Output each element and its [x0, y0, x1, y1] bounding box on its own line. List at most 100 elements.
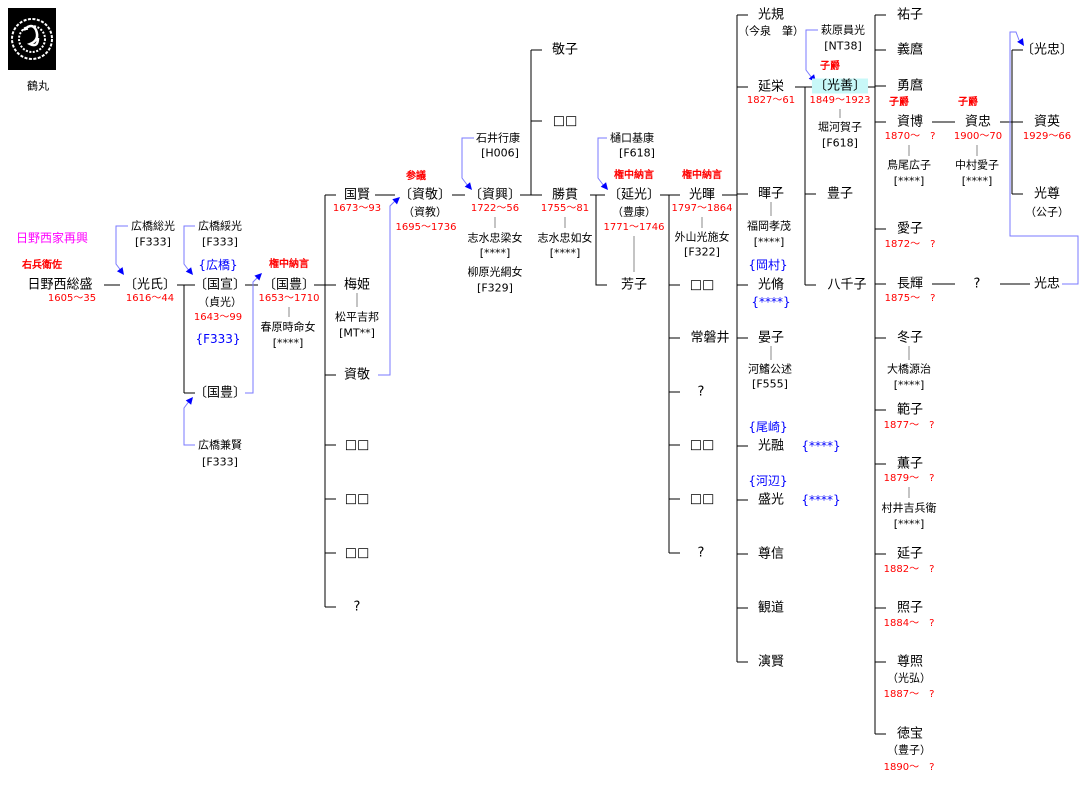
- adoption-line: [378, 199, 397, 376]
- spouse-or-note: [****]: [893, 378, 925, 392]
- spouse-or-note: 萩原員光: [821, 23, 865, 37]
- person-name: 芳子: [620, 277, 648, 293]
- adoption-arrow-icon: [464, 182, 472, 190]
- branch-family: {尾崎}: [748, 420, 788, 434]
- spouse-or-note: （公子）: [1025, 205, 1069, 219]
- person-name: □□: [689, 277, 715, 293]
- branch-family: {****}: [801, 439, 841, 453]
- spouse-or-note: [F618]: [619, 146, 655, 160]
- person-name: 祐子: [896, 7, 924, 23]
- spouse-or-note: 大橋源治: [887, 362, 931, 376]
- spouse-or-note: （豊康）: [612, 205, 656, 219]
- spouse-or-note: [F333]: [202, 455, 238, 469]
- branch-line: [595, 195, 607, 286]
- life-dates: 1673〜93: [332, 203, 382, 214]
- spouse-or-note: （貞光）: [198, 295, 242, 309]
- adoption-line: [183, 399, 195, 446]
- life-dates: 1797〜1864: [671, 203, 733, 214]
- person-name: 晏子: [757, 330, 785, 346]
- person-name: 常磐井: [690, 330, 730, 346]
- person-name: 観道: [757, 600, 785, 616]
- person-name: 盛光: [757, 492, 785, 508]
- spouse-or-note: 志水忠如女: [537, 231, 593, 245]
- life-dates: 1887〜 ?: [883, 689, 935, 700]
- rank-title: 参議: [406, 171, 426, 182]
- branch-family: {****}: [751, 295, 791, 309]
- life-dates: 1877〜 ?: [883, 420, 935, 431]
- person-name: 〔光氏〕: [123, 277, 177, 293]
- life-dates: 1653〜1710: [258, 293, 320, 304]
- person-name: 延栄: [757, 79, 785, 95]
- rank-title: 子爵: [958, 97, 978, 108]
- life-dates: 1870〜 ?: [884, 131, 936, 142]
- life-dates: 1722〜56: [470, 203, 520, 214]
- spouse-or-note: （豊子）: [887, 743, 931, 757]
- spouse-or-note: [****]: [272, 336, 304, 350]
- crest-label: 鶴丸: [27, 79, 49, 93]
- life-dates: 1755〜81: [540, 203, 590, 214]
- spouse-or-note: 春原時命女: [260, 320, 316, 334]
- person-name: 冬子: [896, 330, 924, 346]
- rank-title: 権中納言: [682, 170, 722, 181]
- life-dates: 1695〜1736: [395, 222, 457, 233]
- person-name: 尊信: [757, 546, 785, 562]
- spouse-or-note: [F333]: [135, 235, 171, 249]
- adoption-line: [597, 137, 607, 187]
- person-name: 〔資興〕: [468, 187, 522, 203]
- person-name: 演賢: [757, 654, 785, 670]
- adoption-line: [115, 225, 128, 273]
- life-dates: 1771〜1746: [603, 222, 665, 233]
- spouse-or-note: 柳原光綱女: [467, 265, 523, 279]
- spouse-or-note: [****]: [961, 174, 993, 188]
- adoption-line: [1009, 31, 1079, 285]
- family-note: 日野西家再興: [15, 231, 89, 245]
- person-name: 梅姫: [343, 277, 371, 293]
- branch-family: {岡村}: [748, 258, 788, 272]
- spouse-or-note: [NT38]: [824, 39, 862, 53]
- spouse-or-note: [H006]: [481, 146, 519, 160]
- rank-title: 右兵衛佐: [22, 260, 62, 271]
- person-name: 光尊: [1033, 186, 1061, 202]
- person-name: 資英: [1033, 114, 1061, 130]
- adoption-arrow-icon: [185, 397, 193, 405]
- person-name: 勇麿: [896, 78, 924, 94]
- spouse-or-note: [F333]: [202, 235, 238, 249]
- spouse-or-note: 中村愛子: [955, 158, 999, 172]
- spouse-or-note: （今泉 肇）: [738, 24, 804, 38]
- person-name: 愛子: [896, 221, 924, 237]
- branch-family: {F333}: [195, 332, 241, 346]
- spouse-or-note: 樋口基康: [610, 131, 654, 145]
- person-name: 〔国宣〕: [193, 277, 247, 293]
- person-name: □□: [689, 437, 715, 453]
- spouse-or-note: 石井行康: [476, 131, 520, 145]
- person-name: 国賢: [343, 187, 371, 203]
- person-name: □□: [344, 491, 370, 507]
- person-name: 資博: [896, 114, 924, 130]
- spouse-or-note: [****]: [549, 246, 581, 260]
- spouse-or-note: 堀河賀子: [818, 120, 862, 134]
- branch-family: {****}: [801, 493, 841, 507]
- rank-title: 子爵: [889, 97, 909, 108]
- spouse-or-note: 福岡孝茂: [747, 219, 791, 233]
- person-name: 〔光善〕: [811, 78, 869, 94]
- branch-family: {広橋}: [198, 258, 238, 272]
- rank-title: 子爵: [820, 61, 840, 72]
- spouse-or-note: 志水忠梁女: [467, 231, 523, 245]
- spouse-or-note: 広橋綏光: [198, 219, 242, 233]
- person-name: 光暉: [688, 187, 716, 203]
- life-dates: 1900〜70: [953, 131, 1003, 142]
- spouse-or-note: [****]: [479, 246, 511, 260]
- person-name: 長輝: [896, 276, 924, 292]
- adoption-arrow-icon: [254, 273, 262, 281]
- adoption-line: [805, 29, 818, 79]
- life-dates: 1849〜1923: [809, 95, 871, 106]
- person-name: □□: [344, 545, 370, 561]
- spouse-or-note: 外山光施女: [674, 230, 730, 244]
- adoption-arrow-icon: [116, 267, 124, 275]
- person-name: ?: [697, 384, 705, 400]
- person-name: 〔延光〕: [607, 187, 661, 203]
- spouse-or-note: （資教）: [403, 205, 447, 219]
- person-name: 資敬: [343, 367, 371, 383]
- person-name: □□: [344, 437, 370, 453]
- person-name: 八千子: [827, 277, 867, 293]
